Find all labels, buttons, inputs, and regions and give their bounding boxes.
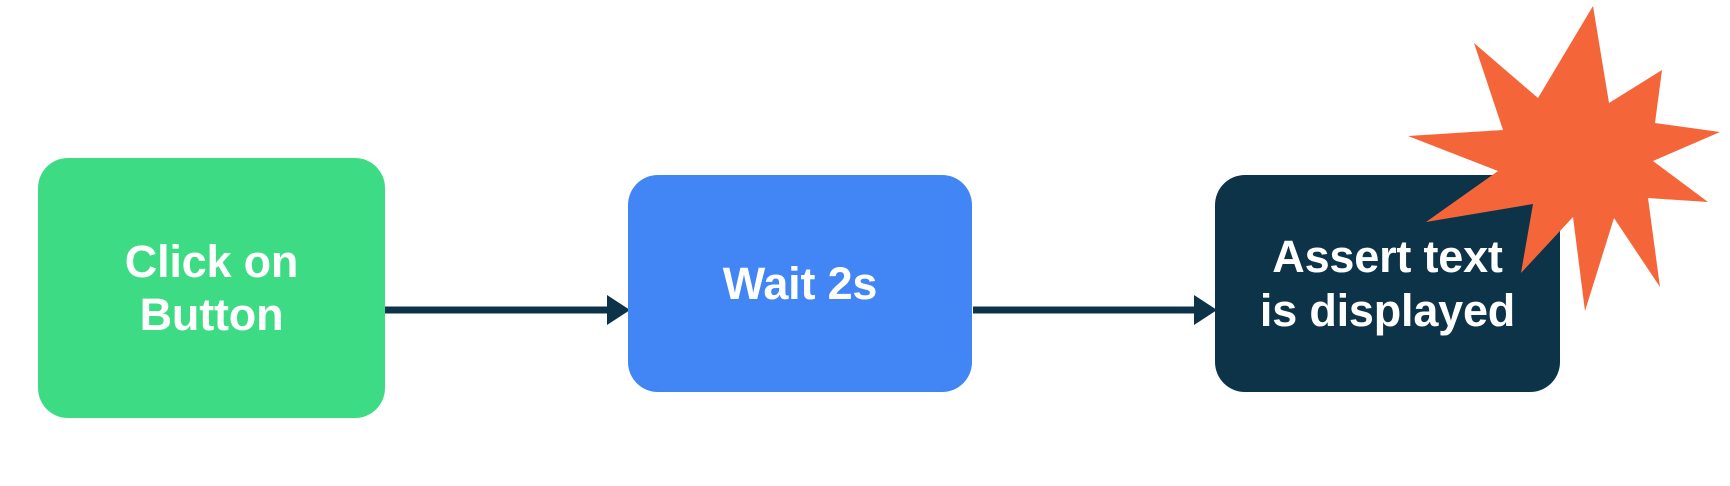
- arrow-click-to-wait-head: [607, 295, 630, 325]
- node-assert-text-is-displayed[interactable]: Assert text is displayed: [1215, 175, 1560, 392]
- node-assert-text-is-displayed-label: Assert text is displayed: [1259, 231, 1516, 336]
- arrow-click-to-wait: [385, 295, 630, 325]
- node-wait[interactable]: Wait 2s: [628, 175, 972, 392]
- arrow-wait-to-assert: [973, 295, 1217, 325]
- node-click-on-button-label: Click on Button: [124, 235, 299, 340]
- node-click-on-button[interactable]: Click on Button: [38, 158, 385, 418]
- node-wait-label: Wait 2s: [722, 257, 878, 309]
- arrow-wait-to-assert-head: [1194, 295, 1217, 325]
